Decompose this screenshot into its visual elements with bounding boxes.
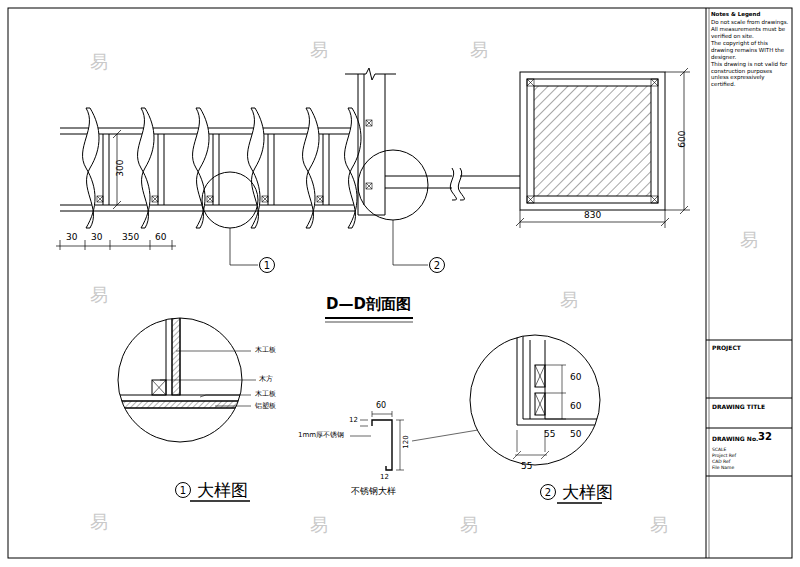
watermark: 易: [310, 40, 328, 61]
dimension-label: 12: [349, 416, 358, 424]
dimension-label: File Name: [712, 465, 734, 470]
watermark: 易: [460, 515, 478, 536]
detail-heading: 大样图: [562, 481, 613, 504]
dimension-label: 830: [584, 210, 601, 220]
callout-number: 2: [434, 260, 440, 271]
dimension-label: SCALE: [712, 447, 726, 452]
note-text: Do not scale from drawings.: [711, 19, 789, 26]
dimension-label: 50: [570, 429, 581, 439]
dimension-label: 30: [91, 232, 102, 242]
watermark: 易: [310, 515, 328, 536]
callout-number: 1: [264, 260, 270, 271]
dimension-label: 60: [570, 372, 581, 382]
dimension-label: CAD Ref: [712, 459, 730, 464]
detail-heading: 大样图: [197, 479, 248, 502]
watermark: 易: [90, 285, 108, 306]
dimension-label: 木工板: [255, 390, 276, 398]
note-text: This drawing is not valid for constructi…: [711, 61, 789, 87]
watermark: 易: [90, 52, 108, 73]
dimension-label: 300: [115, 160, 125, 177]
drawing-title: D—D剖面图: [326, 296, 411, 313]
dimension-label: 55: [544, 429, 555, 439]
dimension-label: 不锈钢大样: [351, 486, 396, 496]
note-text: Notes & Legend: [711, 11, 789, 18]
watermark: 易: [470, 40, 488, 61]
dimension-label: 30: [66, 232, 77, 242]
callout-number: 1: [180, 485, 186, 496]
dimension-label: 55: [521, 461, 532, 471]
dimension-label: 木方: [259, 375, 273, 383]
callout-circle: 1: [259, 257, 275, 273]
watermark: 易: [740, 230, 758, 251]
dimension-label: 600: [677, 131, 687, 148]
watermark: 易: [90, 512, 108, 533]
dimension-label: 120: [402, 435, 410, 448]
dimension-label: 12: [380, 473, 389, 481]
dimension-label: 木工板: [255, 346, 276, 354]
dimension-label: 铝塑板: [255, 402, 276, 410]
callout-circle: 1大样图: [175, 482, 191, 498]
notes-panel: Notes & LegendDo not scale from drawings…: [711, 11, 789, 89]
dimension-label: 60: [570, 401, 581, 411]
dimension-label: 60: [155, 232, 166, 242]
callout-number: 2: [545, 487, 551, 498]
dimension-label: DRAWING TITLE: [712, 404, 765, 411]
dimension-label: 1mm厚不锈钢: [298, 431, 344, 439]
note-text: All measurements must be verified on sit…: [711, 26, 789, 39]
note-text: The copyright of this drawing remains WI…: [711, 40, 789, 60]
dimension-label: 350: [122, 232, 139, 242]
callout-circle: 2: [429, 257, 445, 273]
dimension-label: 32: [758, 431, 772, 443]
watermark: 易: [560, 290, 578, 311]
watermark: 易: [650, 515, 668, 536]
dimension-label: Project Ref: [712, 453, 736, 458]
dimension-label: PROJECT: [712, 345, 741, 352]
dimension-label: DRAWING No.: [712, 436, 758, 443]
callout-circle: 2大样图: [540, 484, 556, 500]
dimension-label: 60: [376, 401, 386, 410]
